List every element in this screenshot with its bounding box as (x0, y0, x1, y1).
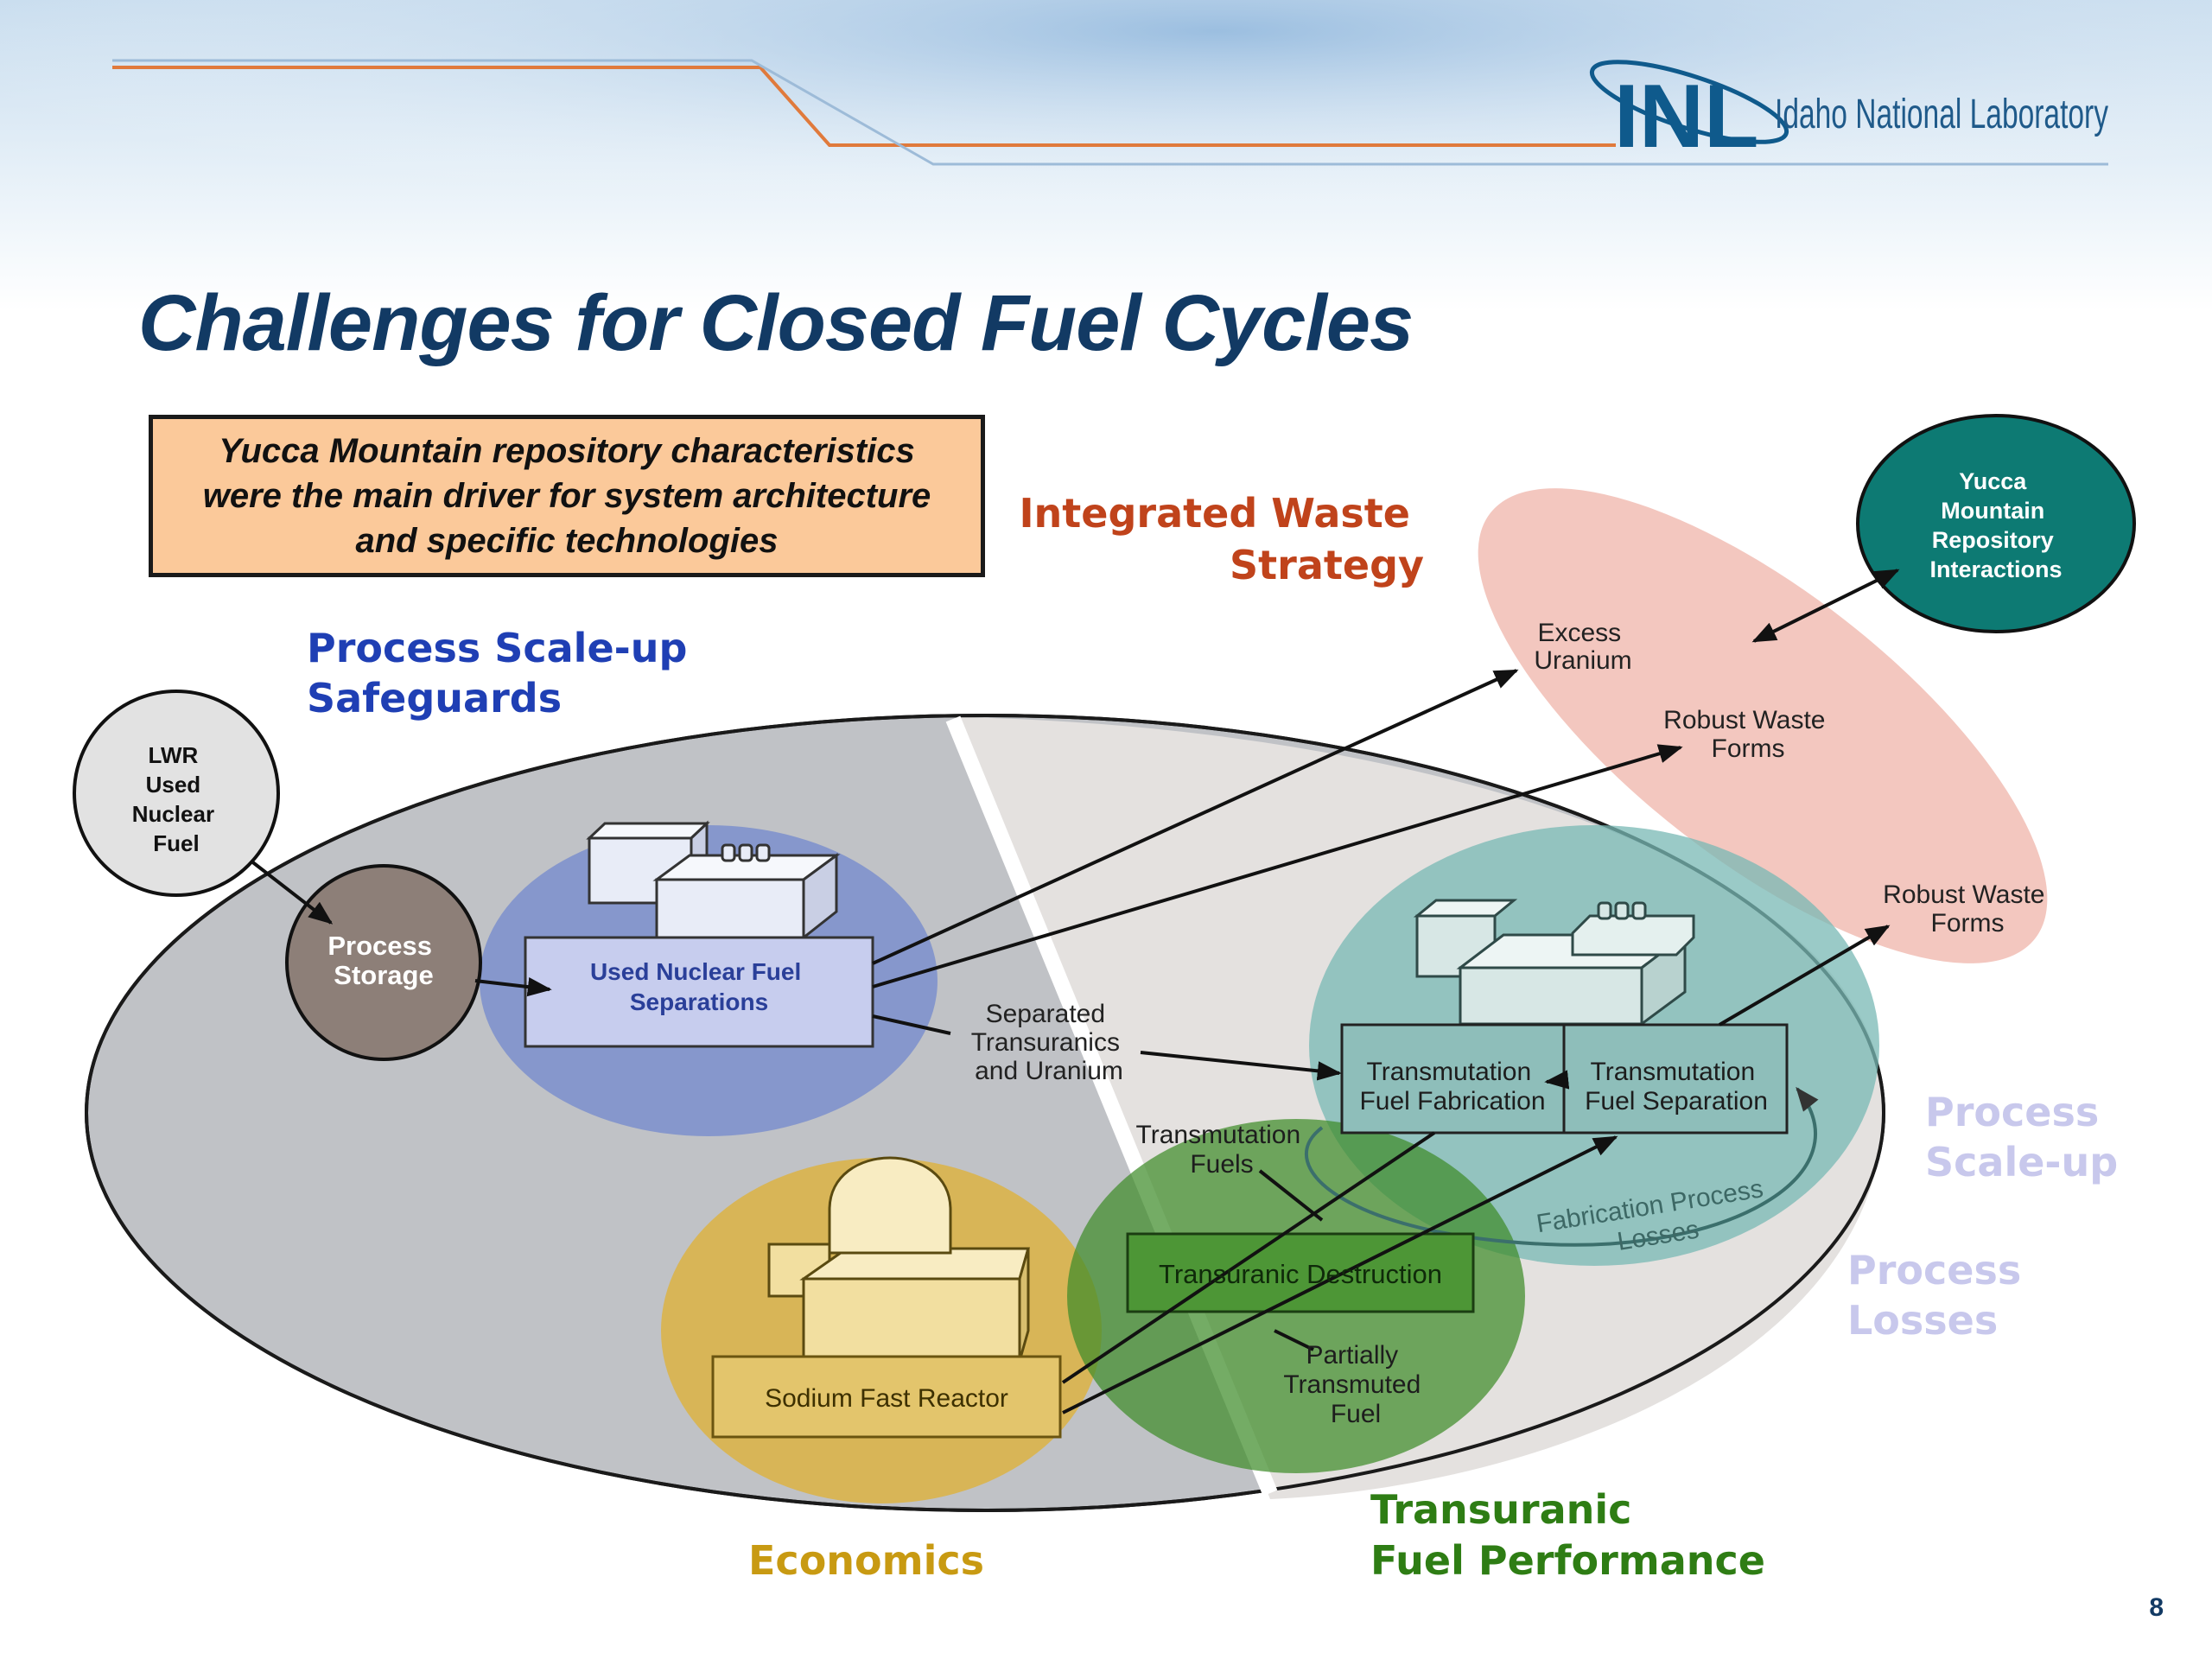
arrow-separation-to-fabrication (1544, 1070, 1570, 1090)
robust-waste-label-2: Robust Waste Forms (1883, 880, 2052, 938)
arrow-storage-to-separations (474, 976, 552, 997)
yucca-label: Yucca Mountain Repository Interactions (1929, 468, 2062, 582)
inl-logo: INL Idaho National Laboratory (1589, 60, 2108, 167)
process-storage-node (285, 864, 482, 1061)
yucca-node (1856, 414, 2136, 633)
header-glow (0, 0, 2212, 311)
economics-label: Economics (748, 1537, 984, 1584)
arrow-lwr-to-storage (249, 859, 334, 925)
arrow-reactor-to-separation (1062, 1135, 1618, 1414)
arrow-to-fabrication (1140, 1051, 1342, 1081)
line-transmutation-fuels-label (1258, 1169, 1324, 1222)
process-scaleup-label: Process Scale-up (1925, 1089, 2118, 1185)
system-ellipse-outline (85, 714, 1885, 1512)
arrow-to-robust-waste-2 (1718, 925, 1891, 1027)
lwr-fuel-node (73, 690, 280, 897)
transuranic-fuel-label: Transuranic Fuel Performance (1370, 1486, 1765, 1584)
waste-ellipse (1478, 488, 2048, 963)
logo-text: INL (1614, 67, 1759, 167)
reactor-icon (767, 1156, 1030, 1376)
separations-building-icon (586, 820, 841, 941)
fabrication-box (1340, 1023, 1566, 1135)
header-line-blue (112, 59, 2108, 166)
safeguards-label: Process Scale-up Safeguards (307, 625, 701, 721)
transuranic-destruction-label: Transuranic Destruction (1159, 1259, 1442, 1289)
process-storage-label: Process Storage (327, 931, 439, 990)
fuel-separation-label: Transmutation Fuel Separation (1585, 1058, 1768, 1116)
fabrication-label: Transmutation Fuel Fabrication (1359, 1058, 1545, 1116)
connectors (249, 569, 1900, 1414)
partially-transmuted-label: Partially Transmuted Fuel (1283, 1341, 1427, 1428)
excess-uranium-label: Excess Uranium (1534, 619, 1631, 675)
header-line-orange (112, 66, 1616, 147)
sodium-reactor-box (711, 1355, 1062, 1439)
callout-box: Yucca Mountain repository characteristic… (149, 415, 985, 577)
lab-name: Idaho National Laboratory (1775, 92, 2108, 137)
robust-waste-label-1: Robust Waste Forms (1663, 706, 1833, 763)
separations-label: Used Nuclear Fuel Separations (590, 958, 808, 1015)
process-losses-label: Process Losses (1847, 1247, 2035, 1344)
transmutation-fuels-label: Transmutation Fuels (1136, 1121, 1308, 1179)
line-fabrication-to-reactor (1061, 1131, 1436, 1384)
line-partially-transmuted-label (1274, 1329, 1314, 1351)
arrow-to-robust-waste (872, 744, 1683, 988)
lwr-label: LWR Used Nuclear Fuel (132, 742, 221, 856)
fabrication-loss-loop (1304, 1086, 1819, 1247)
separated-tru-label: Separated Transuranics and Uranium (971, 1000, 1128, 1085)
callout-line-3: and specific technologies (355, 522, 779, 560)
arrow-to-excess-uranium (872, 669, 1519, 965)
page-number: 8 (2149, 1593, 2164, 1622)
callout-line-2: were the main driver for system architec… (202, 477, 931, 515)
separations-box (524, 936, 874, 1048)
integrated-waste-label: Integrated Waste Strategy (1019, 490, 1424, 588)
callout-line-1: Yucca Mountain repository characteristic… (219, 432, 915, 470)
slide-title: Challenges for Closed Fuel Cycles (138, 279, 1414, 367)
arrow-yucca-interactions (1751, 569, 1900, 643)
line-separations-to-label (872, 1014, 951, 1035)
sodium-reactor-label: Sodium Fast Reactor (765, 1384, 1008, 1413)
transmutation-plant-icon (1413, 899, 1695, 1027)
